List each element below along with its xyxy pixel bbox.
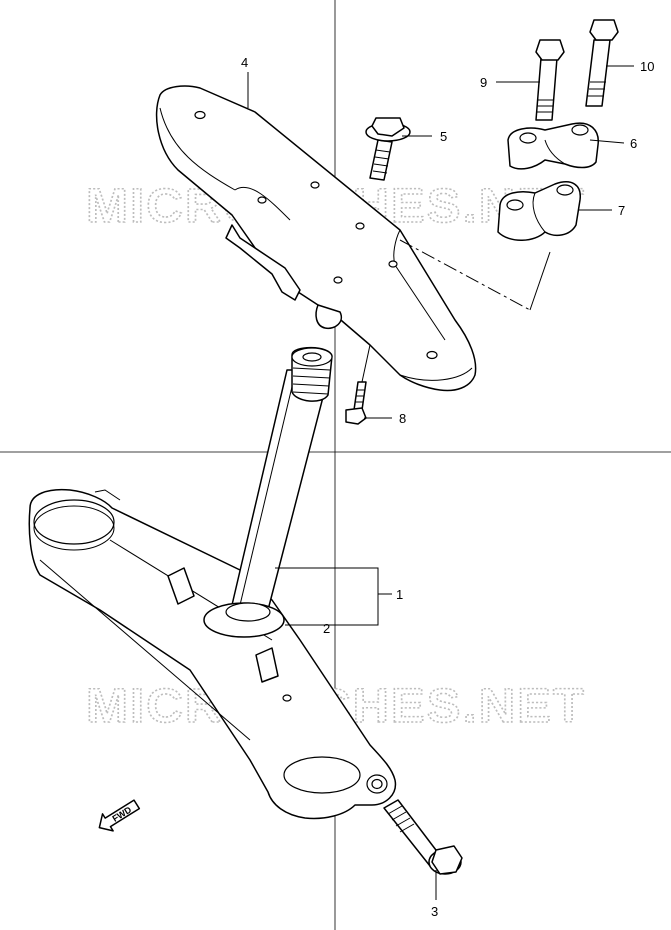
bolt-10[interactable] [585,19,619,107]
right-fork-bore [283,756,361,794]
leader-lines [247,65,634,900]
screw-8[interactable] [345,381,367,425]
lower-bracket[interactable] [28,346,397,820]
stopper-lug-right [255,647,279,683]
cable-guide [225,224,301,301]
upper-bracket[interactable] [155,85,477,392]
handlebar-holder-lower[interactable] [497,181,581,241]
callout-9[interactable]: 9 [480,75,487,90]
pinch-bolt-3[interactable] [383,799,463,875]
handlebar-holder-upper[interactable] [507,122,599,170]
stopper-lug-left [167,567,195,605]
callout-10[interactable]: 10 [640,59,654,74]
callout-1[interactable]: 1 [396,587,403,602]
bolt-5[interactable] [365,117,411,181]
callout-5[interactable]: 5 [440,129,447,144]
callout-8[interactable]: 8 [399,411,406,426]
left-fork-bore [33,499,115,545]
callout-6[interactable]: 6 [630,136,637,151]
fwd-direction-marker: FWD [98,799,141,832]
callout-2[interactable]: 2 [323,621,330,636]
stem-thread [291,346,333,402]
bolt-9[interactable] [535,39,565,121]
arrow-left-icon [98,799,141,832]
callout-7[interactable]: 7 [618,203,625,218]
callout-4[interactable]: 4 [241,55,248,70]
dust-seal [203,602,285,638]
callout-3[interactable]: 3 [431,904,438,919]
steering-stem [231,369,331,611]
